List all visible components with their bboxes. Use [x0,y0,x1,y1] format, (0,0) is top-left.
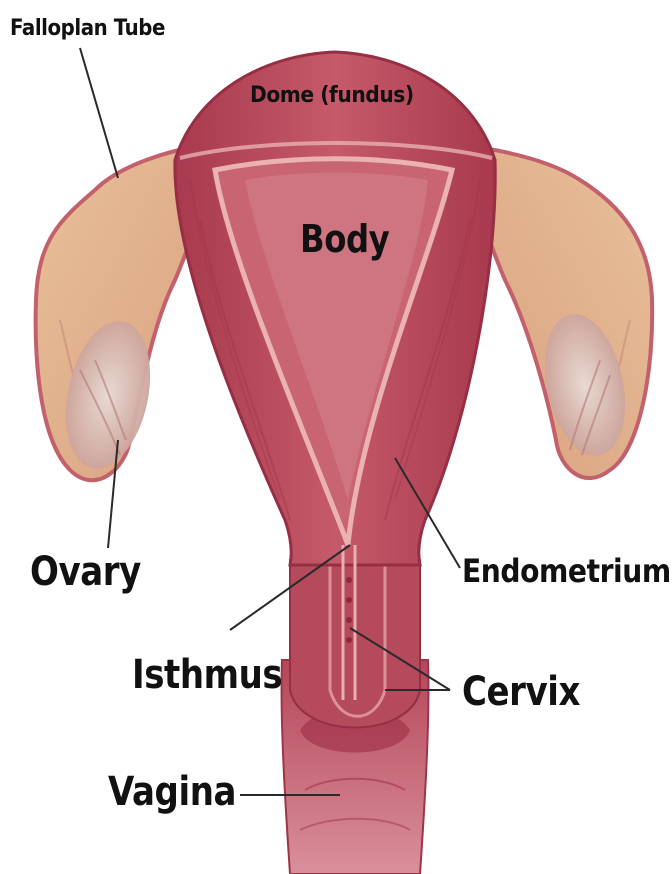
label-cervix: Cervix [462,672,580,712]
label-fundus: Dome (fundus) [250,85,414,107]
label-fallopian-tube: Falloplan Tube [10,18,165,40]
fallopian-tube-leader [80,48,118,178]
label-ovary: Ovary [30,552,141,592]
label-endometrium: Endometrium [462,555,671,587]
label-vagina: Vagina [108,772,236,812]
label-body: Body [300,220,389,258]
label-isthmus: Isthmus [132,655,282,695]
